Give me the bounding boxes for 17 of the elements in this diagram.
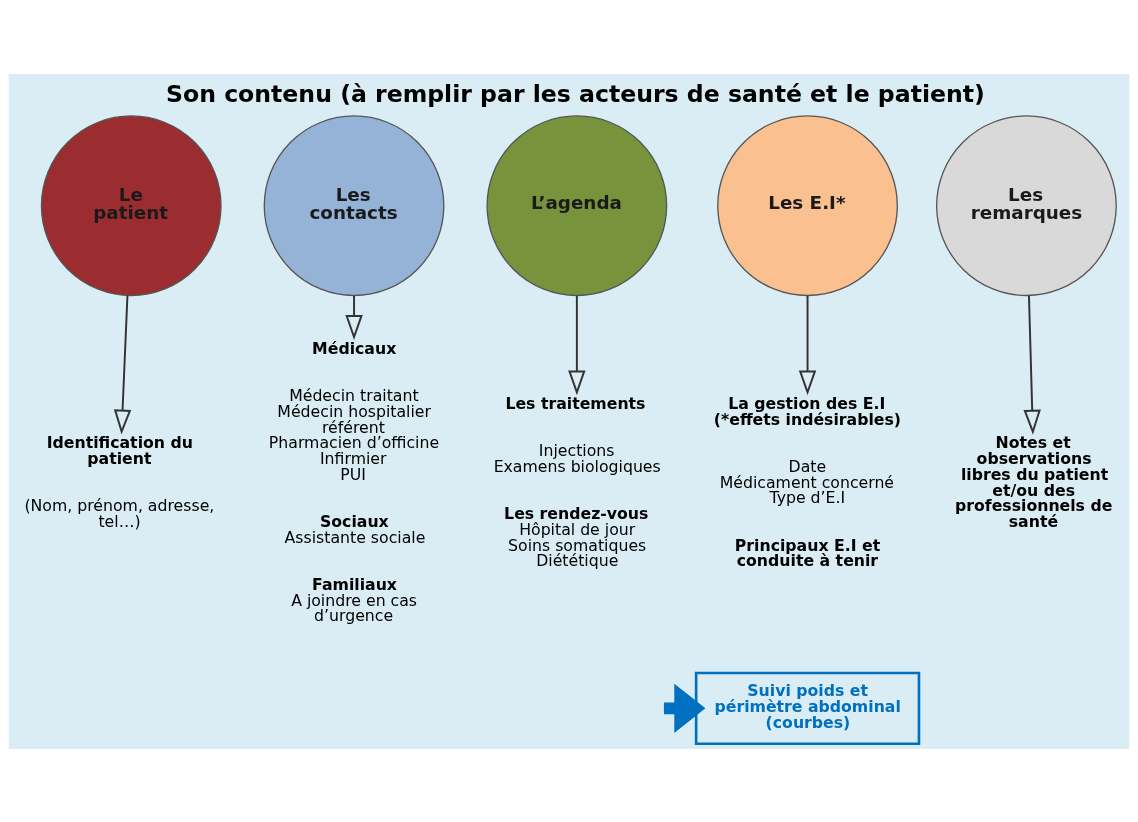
node-circle: Les contacts [263, 114, 445, 296]
node-circle: L’agenda [486, 114, 668, 296]
arrow [1023, 294, 1041, 435]
node-text: Les traitements Injections Examens biologiques Les rendez-vous Hôpital de jour Soins somatiques Diététique [493, 393, 661, 570]
diagram-title: Son contenu (à remplir par les acteurs de santé et le patient) [165, 79, 985, 108]
node-circle: Le patient [40, 114, 222, 296]
node-text: Identification du patient (Nom, prénom, adresse, tel…) [24, 432, 215, 531]
arrow [113, 294, 132, 435]
arrow [345, 294, 363, 340]
node-text: La gestion des E.I (*effets indésirables) Date Médicament concerné Type d’E.I Principaux E.I et conduite à tenir [713, 393, 902, 570]
node-circle: Les E.I* [717, 114, 898, 296]
arrow [568, 294, 586, 395]
node-circle: Les remarques [936, 114, 1117, 296]
node-text: Notes et observations libres du patient et/ou des professionnels de santé [955, 432, 1113, 531]
node-box: Suivi poids et périmètre abdominal (courbes) [694, 671, 921, 745]
node-text: Médicaux Médecin traitant Médecin hospitalier référent Pharmacien d’officine Infirmier PUI Sociaux Assistante sociale Familiaux A joindre en cas d’urgence [268, 338, 440, 625]
arrow [798, 294, 817, 395]
